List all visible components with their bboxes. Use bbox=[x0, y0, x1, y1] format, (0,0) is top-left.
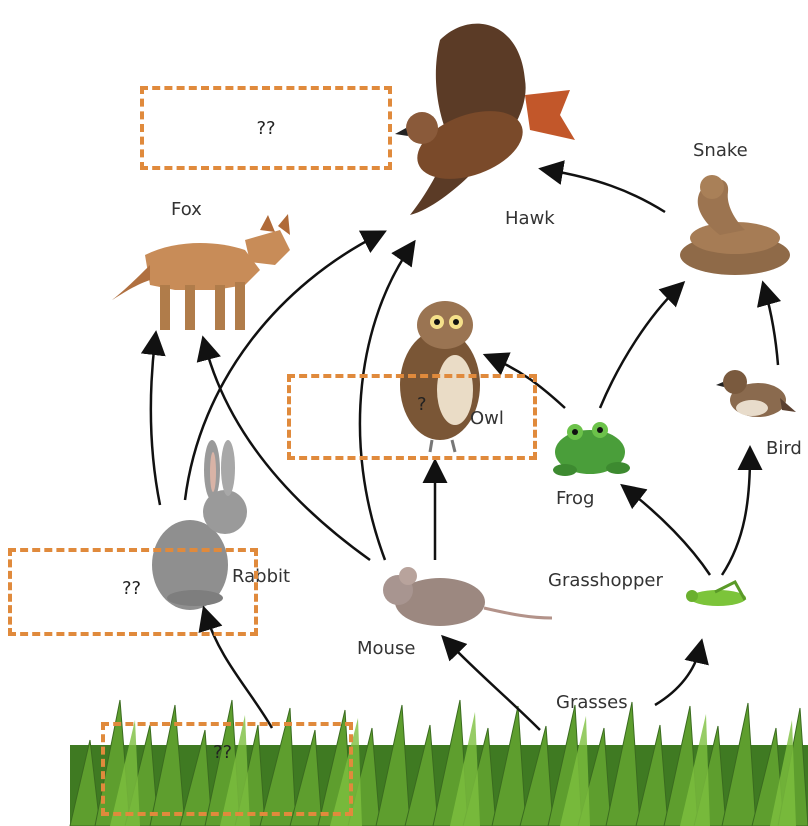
arrow-grasshopper-to-frog bbox=[628, 490, 710, 575]
blank-box-top[interactable]: ?? bbox=[140, 86, 392, 170]
label-hawk: Hawk bbox=[505, 208, 555, 229]
blank-text-middle: ? bbox=[417, 394, 427, 415]
fox-illustration bbox=[112, 214, 290, 330]
label-grasshopper: Grasshopper bbox=[548, 570, 663, 591]
blank-text-left: ?? bbox=[122, 578, 141, 599]
grasshopper-illustration bbox=[686, 582, 746, 606]
arrow-grasshopper-to-bird bbox=[722, 455, 750, 575]
arrow-grasses-to-mouse bbox=[448, 642, 540, 730]
label-grasses: Grasses bbox=[556, 692, 628, 713]
label-bird: Bird bbox=[766, 438, 802, 459]
blank-box-left[interactable]: ?? bbox=[8, 548, 258, 636]
snake-illustration bbox=[680, 175, 790, 275]
arrow-bird-to-snake bbox=[765, 290, 778, 365]
arrow-rabbit-to-fox bbox=[151, 340, 160, 505]
label-fox: Fox bbox=[171, 199, 202, 220]
bird-illustration bbox=[716, 370, 796, 417]
arrow-grasses-to-grasshopper bbox=[655, 648, 700, 705]
blank-box-middle[interactable]: ? bbox=[287, 374, 537, 460]
label-mouse: Mouse bbox=[357, 638, 415, 659]
arrow-snake-to-hawk bbox=[548, 170, 665, 212]
blank-text-bottom: ?? bbox=[213, 742, 232, 763]
hawk-illustration bbox=[395, 24, 575, 215]
label-frog: Frog bbox=[556, 488, 595, 509]
arrow-frog-to-snake bbox=[600, 288, 678, 408]
mouse-illustration bbox=[383, 567, 552, 626]
blank-text-top: ?? bbox=[256, 118, 275, 139]
label-snake: Snake bbox=[693, 140, 748, 161]
blank-box-bottom[interactable]: ?? bbox=[101, 722, 353, 816]
frog-illustration bbox=[553, 422, 630, 476]
